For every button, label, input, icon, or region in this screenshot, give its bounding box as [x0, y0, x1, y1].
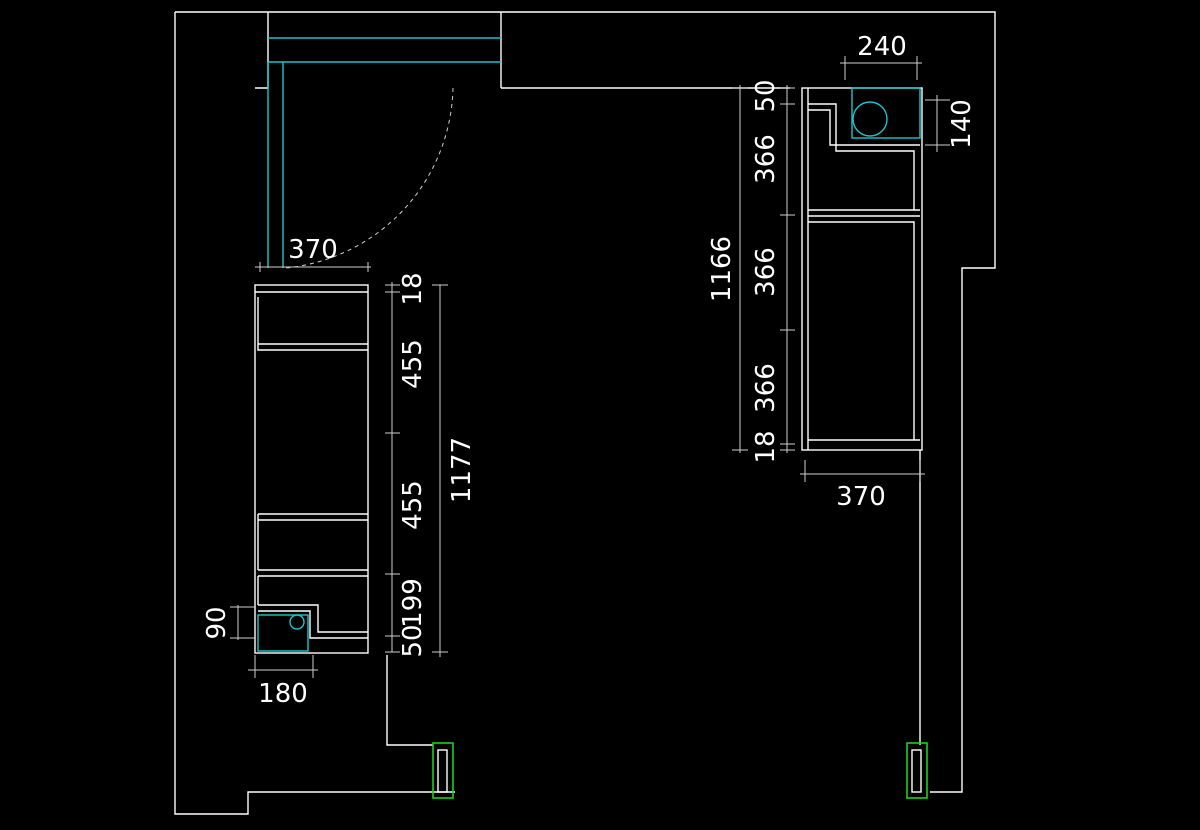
right-total-height-dim: 1166 [707, 236, 737, 302]
right-vdim-3: 366 [751, 247, 781, 297]
window-top-left [267, 37, 501, 268]
room-outline [174, 11, 996, 815]
left-cabinet [254, 284, 369, 654]
right-vdim-1: 50 [751, 79, 781, 112]
left-vdim-4: 199 [398, 578, 428, 628]
left-width-dim: 370 [288, 235, 338, 265]
right-vdim-5: 18 [751, 430, 781, 463]
left-small-depth-dim: 90 [202, 606, 232, 639]
left-vdim-2: 455 [398, 339, 428, 389]
left-vdim-5: 50 [398, 624, 428, 657]
right-cabinet [801, 87, 923, 451]
left-detail-depth-dim: 180 [258, 679, 308, 709]
right-vdim-4: 366 [751, 363, 781, 413]
right-bottom-width-dim: 370 [836, 482, 886, 512]
door-right [906, 742, 928, 799]
left-vdim-1: 18 [398, 272, 428, 305]
right-top-width-dim: 240 [857, 32, 907, 62]
right-top-depth-dim: 140 [947, 99, 977, 149]
dimension-lines [230, 56, 950, 678]
dimension-labels: 370 180 90 18 455 455 199 50 1177 240 14… [202, 32, 977, 709]
door-left [432, 742, 454, 799]
left-total-height-dim: 1177 [447, 437, 477, 503]
right-vdim-2: 366 [751, 134, 781, 184]
left-vdim-3: 455 [398, 480, 428, 530]
